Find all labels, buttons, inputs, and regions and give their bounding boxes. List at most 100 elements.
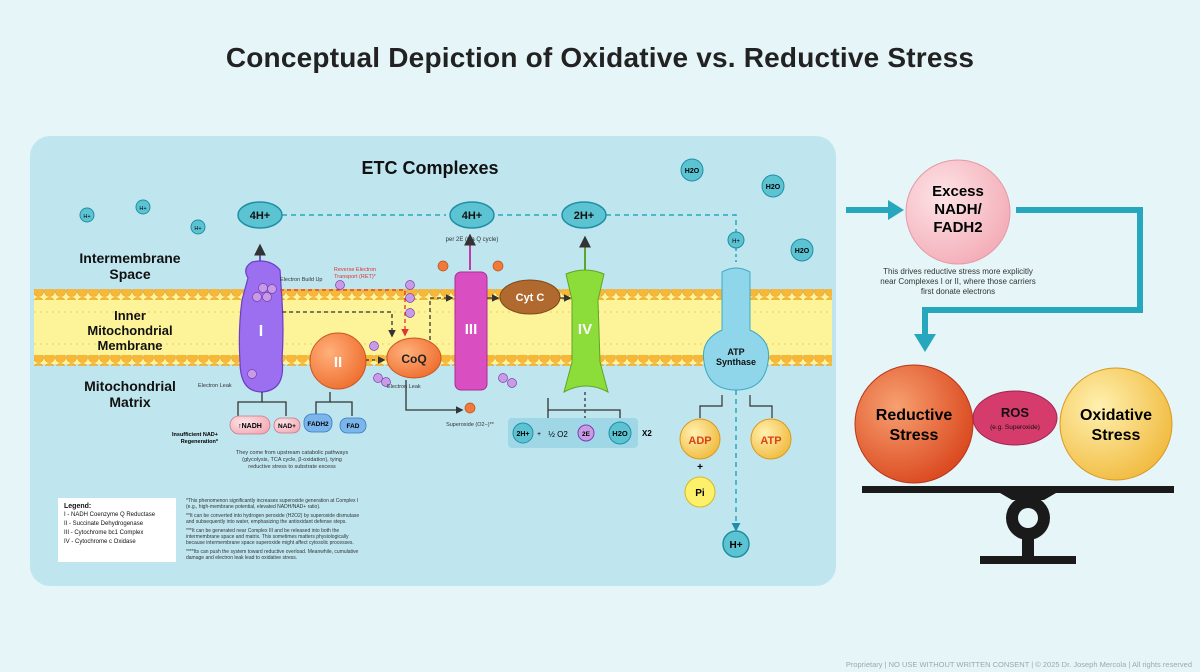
insufficient-2: Regeneration*: [181, 439, 219, 445]
excess-note-2: near Complexes I or II, where those carr…: [880, 277, 1036, 286]
water-molecules: H2O H2O H2O: [680, 158, 814, 262]
substrates: ↑NADH NAD+ FADH2 FAD Insufficient NAD+ R…: [172, 413, 367, 470]
label-matrix: Mitochondrial Matrix: [60, 378, 200, 410]
matrix-line-1: Mitochondrial: [84, 378, 176, 394]
label-intermembrane: Intermembrane Space: [60, 250, 200, 282]
excess-nadh: Excess NADH/ FADH2: [905, 159, 1011, 265]
footer: Proprietary | NO USE WITHOUT WRITTEN CON…: [845, 660, 1192, 669]
page-title: Conceptual Depiction of Oxidative vs. Re…: [225, 42, 975, 73]
h-matrix: H+: [729, 540, 742, 551]
water-reaction: 2H+ + ½ O2 2E H2O X2: [508, 418, 652, 448]
legend-item-3: III - Cytochrome bc1 Complex: [64, 530, 144, 536]
excess-3: FADH2: [933, 219, 982, 236]
intermembrane-line-1: Intermembrane: [79, 250, 181, 266]
h-dot-3: H+: [194, 226, 201, 232]
substrate-note-2: (glycolysis, TCA cycle, β-oxidation), ty…: [242, 457, 342, 463]
pi-label: Pi: [695, 488, 705, 499]
atp-production: ADP + Pi ATP: [679, 418, 792, 508]
insufficient-1: Insufficient NAD+: [172, 432, 218, 438]
atp-synthase-label-2: Synthase: [716, 357, 756, 367]
legend: Legend: I - NADH Coenzyme Q Reductase II…: [58, 498, 176, 562]
atp-label: ATP: [760, 435, 781, 447]
proton-label-3: 2H+: [574, 210, 595, 222]
superoxide-label: Superoxide (O2−)**: [446, 422, 495, 428]
reductive-2: Stress: [890, 427, 939, 444]
inner-line-3: Membrane: [97, 338, 163, 353]
complex-4-label: IV: [578, 321, 592, 338]
r-o2: ½ O2: [548, 430, 568, 439]
nadh-label: ↑NADH: [238, 423, 262, 430]
fadh2-label: FADH2: [307, 421, 329, 428]
substrate-note-1: They come from upstream catabolic pathwa…: [236, 450, 348, 456]
water-2: H2O: [766, 184, 781, 191]
footnote-3: ***It can be generated near Complex III …: [186, 528, 354, 546]
r-plus: +: [537, 431, 541, 438]
etc-title: ETC Complexes: [361, 158, 499, 178]
reductive-stress: Reductive Stress: [854, 364, 974, 484]
r-h2o: H2O: [612, 429, 628, 438]
proton-label-2: 4H+: [462, 210, 483, 222]
h-dot-1: H+: [83, 214, 90, 220]
r-2h: 2H+: [516, 431, 529, 438]
electron-paths: [237, 289, 621, 427]
proton-note: per 2E (via Q cycle): [446, 237, 499, 243]
atp-plus: +: [697, 462, 703, 473]
footnote-2: **It can be converted into hydrogen pero…: [186, 513, 360, 525]
matrix-line-2: Matrix: [109, 394, 151, 410]
inner-line-1: Inner: [114, 308, 146, 323]
pump-arrows: [254, 233, 591, 278]
footnote-1: *This phenomenon significantly increases…: [186, 498, 359, 510]
complex-3: III: [454, 271, 488, 391]
complex-2-label: II: [334, 354, 342, 371]
excess-2: NADH/: [934, 201, 982, 218]
ros-note: (e.g. Superoxide): [990, 424, 1040, 431]
r-x2: X2: [642, 429, 652, 438]
reductive-1: Reductive: [876, 407, 953, 424]
water-1: H2O: [685, 168, 700, 175]
excess-note-3: first donate electrons: [921, 287, 995, 296]
superoxide-dots: [437, 260, 504, 414]
water-3: H2O: [795, 248, 810, 255]
legend-title: Legend:: [64, 503, 92, 510]
fad-label: FAD: [347, 423, 360, 430]
electron-leak-1: Electron Leak: [198, 383, 232, 389]
cyt-c-label: Cyt C: [516, 292, 545, 304]
complex-1-label: I: [259, 323, 263, 340]
atp-split-arrows: [699, 395, 773, 418]
adp-label: ADP: [688, 435, 711, 447]
ros-label: ROS: [1001, 405, 1030, 420]
electron-buildup: Electron Build Up: [280, 277, 323, 283]
complex-1: I: [238, 260, 284, 393]
excess-note-1: This drives reductive stress more explic…: [883, 267, 1033, 276]
ret-label-1: Reverse Electron: [334, 267, 376, 273]
proton-ovals: 4H+ 4H+ per 2E (via Q cycle) 2H+: [237, 201, 607, 243]
legend-item-2: II - Succinate Dehydrogenase: [64, 521, 144, 527]
balance-scale: [862, 486, 1174, 564]
excess-1: Excess: [932, 183, 984, 200]
h-dot-4: H+: [732, 239, 740, 245]
atp-synthase: ATP Synthase: [702, 267, 770, 391]
inner-line-2: Mitochondrial: [87, 323, 173, 338]
oxidative-stress: Oxidative Stress: [1059, 367, 1173, 481]
electron-leak-2: Electron Leak: [387, 384, 421, 390]
complex-2: II: [309, 332, 367, 390]
oxidative-1: Oxidative: [1080, 407, 1152, 424]
electrons: [247, 280, 517, 388]
coq: CoQ: [386, 337, 442, 379]
atp-synthase-label-1: ATP: [727, 347, 744, 357]
substrate-note-3: reductive stress to substrate excess: [248, 464, 336, 470]
coq-label: CoQ: [401, 352, 426, 366]
cyt-c: Cyt C: [499, 279, 561, 315]
footnotes: *This phenomenon significantly increases…: [186, 498, 368, 561]
r-2e: 2E: [582, 431, 591, 438]
proton-line: [282, 214, 737, 232]
flow-arrows: [846, 200, 1143, 352]
complex-4: IV: [563, 269, 609, 393]
ret-label-2: Transport (RET)*: [334, 274, 377, 280]
legend-item-1: I - NADH Coenzyme Q Reductase: [64, 512, 156, 518]
small-protons: H+ H+ H+ H+ H+: [79, 199, 750, 558]
h-dot-2: H+: [139, 206, 146, 212]
legend-item-4: IV - Cytochrome c Oxidase: [64, 539, 136, 545]
footnote-4: ****Its can push the system toward reduc…: [186, 549, 359, 561]
